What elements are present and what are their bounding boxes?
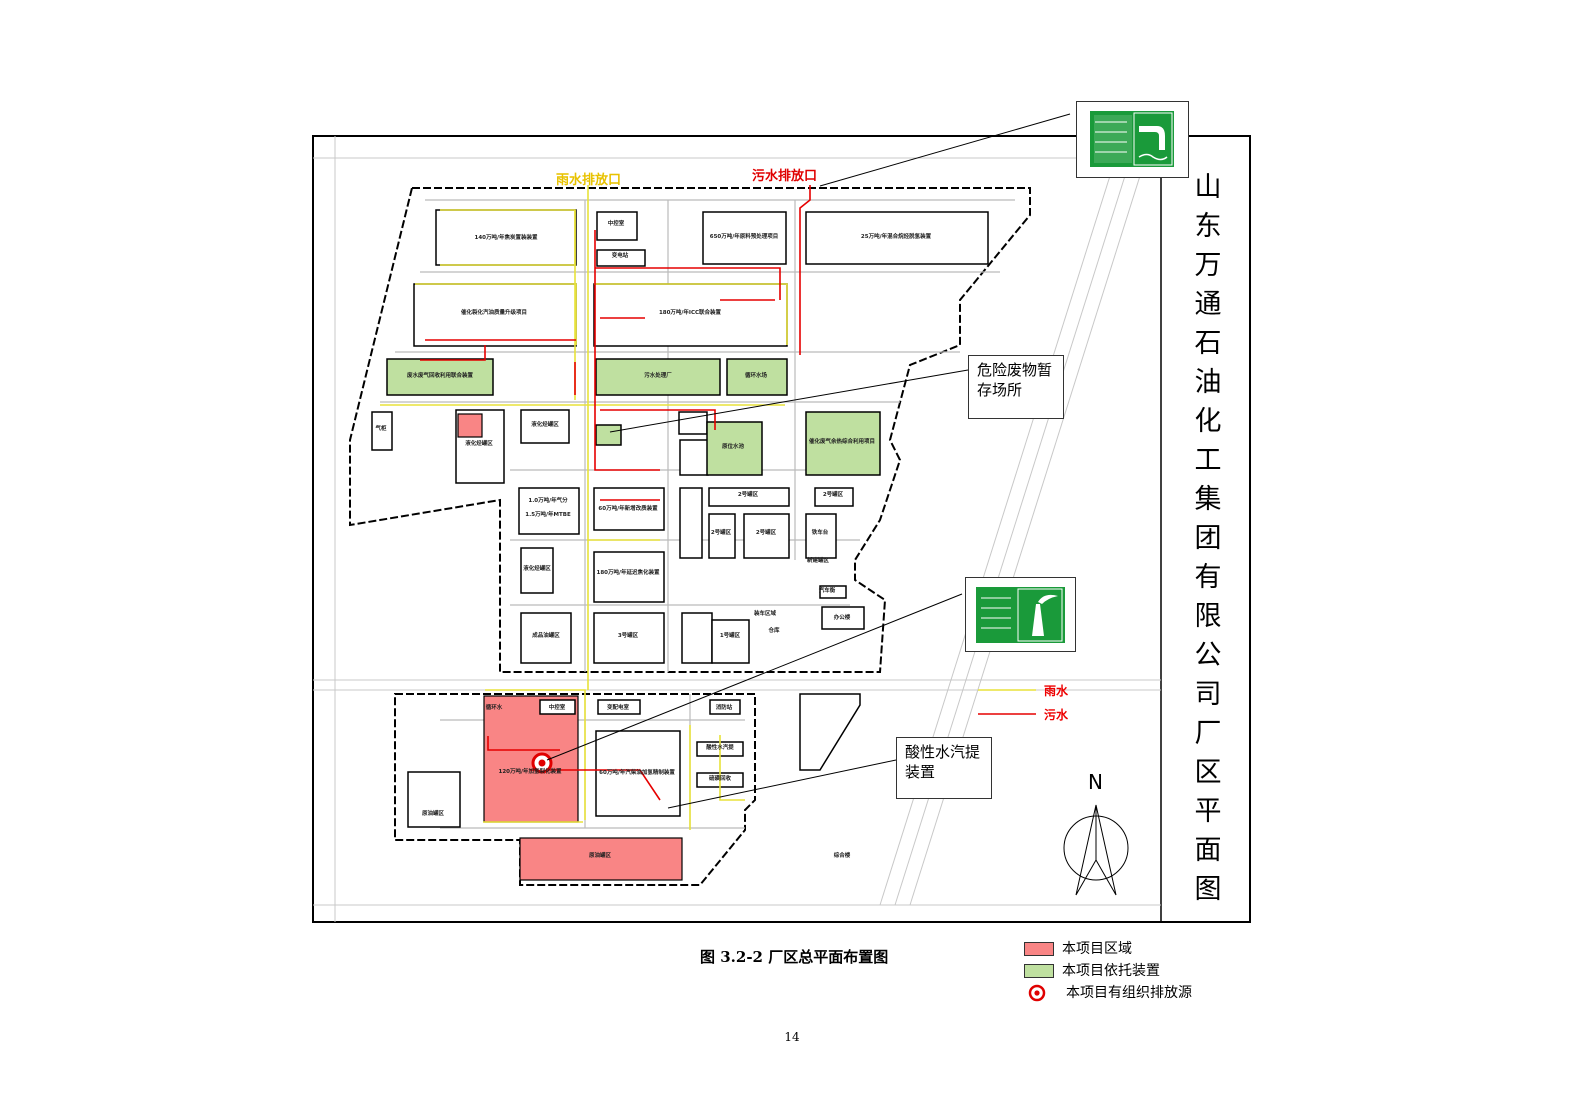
unit-label: 硫磺回收 [708,776,732,782]
sewage-lines [420,185,811,801]
legend-emission-source: 本项目有组织排放源 [1024,984,1192,1002]
emission-source-marker [531,752,553,774]
unit-label: 液化烃罐区 [531,422,559,428]
north-label: N [1088,770,1103,794]
unit-label: 新建罐区 [806,558,830,564]
vertical-title: 山东万通石油化工集团有限公司厂区平面图 [1188,168,1228,909]
upper-buildings [371,209,989,828]
unit-label: 2号罐区 [822,492,844,498]
title-char: 面 [1194,835,1222,866]
unit-label: 中控室 [548,705,566,711]
lower-annex-boundary [799,693,861,771]
unit-label: 变电站 [611,253,629,259]
unit-label: 1.5万吨/年MTBE [525,512,571,518]
unit-label: 仓库 [768,628,780,634]
unit-label: 2号罐区 [737,492,759,498]
relied-unit-swatch [1024,964,1054,978]
title-char: 团 [1194,523,1222,554]
unit-label: 60万吨/年新增改质装置 [598,506,658,512]
rainwater-lines [380,185,788,830]
title-char: 平 [1194,796,1222,827]
exhaust-sign-icon [976,587,1065,643]
unit-label: 液化烃罐区 [465,441,493,447]
unit-label: 原位水池 [721,444,745,450]
lower-buildings [539,699,744,817]
unit-label: 180万吨/年ICC联合装置 [658,310,722,316]
unit-label: 120万吨/年加氢裂化装置 [498,769,562,775]
unit-label: 铁车台 [811,530,829,536]
title-char: 石 [1194,328,1222,359]
unit-label: 60万吨/年汽柴油加氢精制装置 [599,770,675,776]
unit-label: 汽车衡 [818,588,836,594]
unit-label: 废水废气回收利用联合装置 [406,373,474,379]
title-char: 司 [1194,679,1222,710]
unit-label: 装车区域 [753,611,777,617]
title-char: 山 [1194,172,1222,203]
hazardous-waste-callout: 危险废物暂存场所 [968,355,1064,419]
unit-label: 650万吨/年原料预处理项目 [709,234,779,240]
unit-label: 循环水 [485,705,503,711]
title-char: 化 [1194,406,1222,437]
title-char: 图 [1194,874,1222,905]
sewage-outfall-sign [1076,101,1189,178]
unit-label: 原油罐区 [588,853,612,859]
unit-label: 25万吨/年混合烷烃脱氢装置 [860,234,932,240]
unit-label: 气柜 [375,426,387,432]
title-char: 集 [1194,484,1222,515]
leader-lines [546,113,1071,809]
unit-label: 酸性水汽提 [706,745,734,751]
title-char: 限 [1194,601,1222,632]
unit-label: 变配电室 [606,705,630,711]
unit-label: 办公楼 [833,615,851,621]
legend-relied-unit: 本项目依托装置 [1024,962,1160,980]
emission-source-icon [1028,984,1046,1002]
title-char: 油 [1194,367,1222,398]
rainwater-outfall-label: 雨水排放口 [556,173,622,188]
unit-label: 3号罐区 [617,633,639,639]
title-char: 东 [1194,211,1222,242]
title-char: 公 [1194,640,1222,671]
project-area-swatch [1024,942,1054,956]
unit-label: 催化废气余热综合利用项目 [808,439,876,445]
project-areas [457,413,683,881]
unit-label: 综合楼 [833,853,851,859]
title-char: 区 [1194,757,1222,788]
unit-label: 催化裂化汽油质量升级项目 [460,310,528,316]
unit-label: 1号罐区 [719,633,741,639]
title-char: 万 [1194,250,1222,281]
title-char: 厂 [1194,718,1222,749]
upper-internal-roads [380,199,1015,672]
title-char: 通 [1194,289,1222,320]
map-frame [312,135,1251,923]
unit-label: 2号罐区 [710,530,732,536]
unit-label: 中控室 [607,221,625,227]
unit-label: 循环水场 [744,373,768,379]
title-char: 有 [1194,562,1222,593]
unit-label: 污水处理厂 [644,373,672,379]
sewage-outfall-label: 污水排放口 [752,169,818,184]
title-char: 工 [1194,445,1222,476]
figure-caption: 图 3.2-2 厂区总平面布置图 [700,948,889,966]
unit-label: 1.0万吨/年气分 [528,498,568,504]
legend-project-area: 本项目区域 [1024,940,1132,958]
page-number: 14 [784,1030,800,1044]
north-compass [1063,804,1129,896]
sewage-sign-icon [1090,111,1174,167]
unit-label: 消防站 [715,705,733,711]
unit-label: 140万吨/年焦炭置装装置 [474,235,538,241]
acid-stripper-callout: 酸性水汽提装置 [896,737,992,799]
unit-label: 180万吨/年延迟焦化装置 [596,570,660,576]
unit-label: 成品油罐区 [532,633,560,639]
unit-label: 液化烃罐区 [523,566,551,572]
relied-units [386,358,881,476]
sewage-line-label: 污水 [1044,708,1069,722]
unit-label: 原油罐区 [421,811,445,817]
unit-label: 2号罐区 [755,530,777,536]
exhaust-outlet-sign [965,577,1076,652]
rainwater-line-label: 雨水 [1044,684,1069,698]
